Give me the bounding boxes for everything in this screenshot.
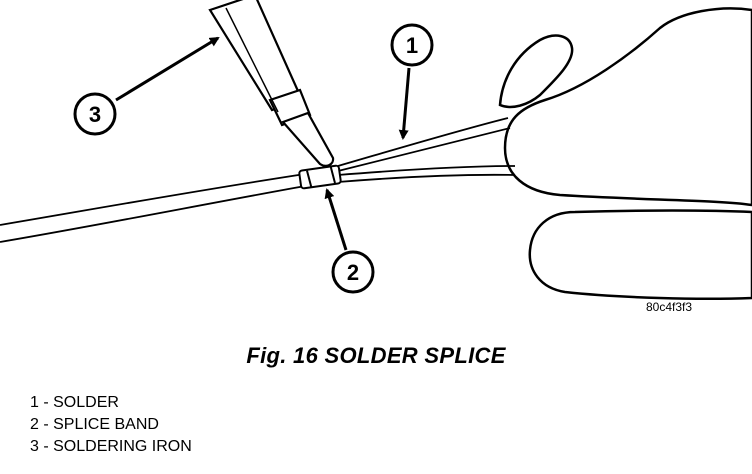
- fingers: [498, 7, 752, 300]
- figure-reference-code: 80c4f3f3: [646, 300, 693, 314]
- legend: 1 - SOLDER 2 - SPLICE BAND 3 - SOLDERING…: [30, 392, 192, 458]
- callout-2-number: 2: [347, 260, 359, 285]
- legend-item-splice-band: 2 - SPLICE BAND: [30, 416, 159, 433]
- callout-3-leader: [115, 36, 220, 102]
- callout-2: 2: [324, 188, 375, 294]
- callout-1-number: 1: [406, 33, 418, 58]
- wire-right: [337, 165, 516, 183]
- legend-item-solder: 1 - SOLDER: [30, 394, 119, 411]
- callout-3: 3: [73, 36, 220, 136]
- callout-3-number: 3: [89, 102, 101, 127]
- wire-left: [0, 173, 306, 243]
- upper-finger: [503, 7, 752, 207]
- soldering-iron: [208, 0, 335, 167]
- solder-wire: [337, 117, 511, 172]
- legend-item-soldering-iron: 3 - SOLDERING IRON: [30, 438, 192, 455]
- callout-2-leader: [324, 188, 348, 251]
- figure-caption: Fig. 16 SOLDER SPLICE: [246, 343, 506, 368]
- fingernail: [498, 34, 574, 109]
- callout-1: 1: [390, 23, 434, 140]
- solder-splice-illustration: 1 2 3: [0, 0, 752, 300]
- iron-tip: [281, 111, 335, 167]
- callout-1-leader: [398, 67, 411, 140]
- lower-finger: [528, 209, 752, 300]
- splice-band: [298, 164, 342, 190]
